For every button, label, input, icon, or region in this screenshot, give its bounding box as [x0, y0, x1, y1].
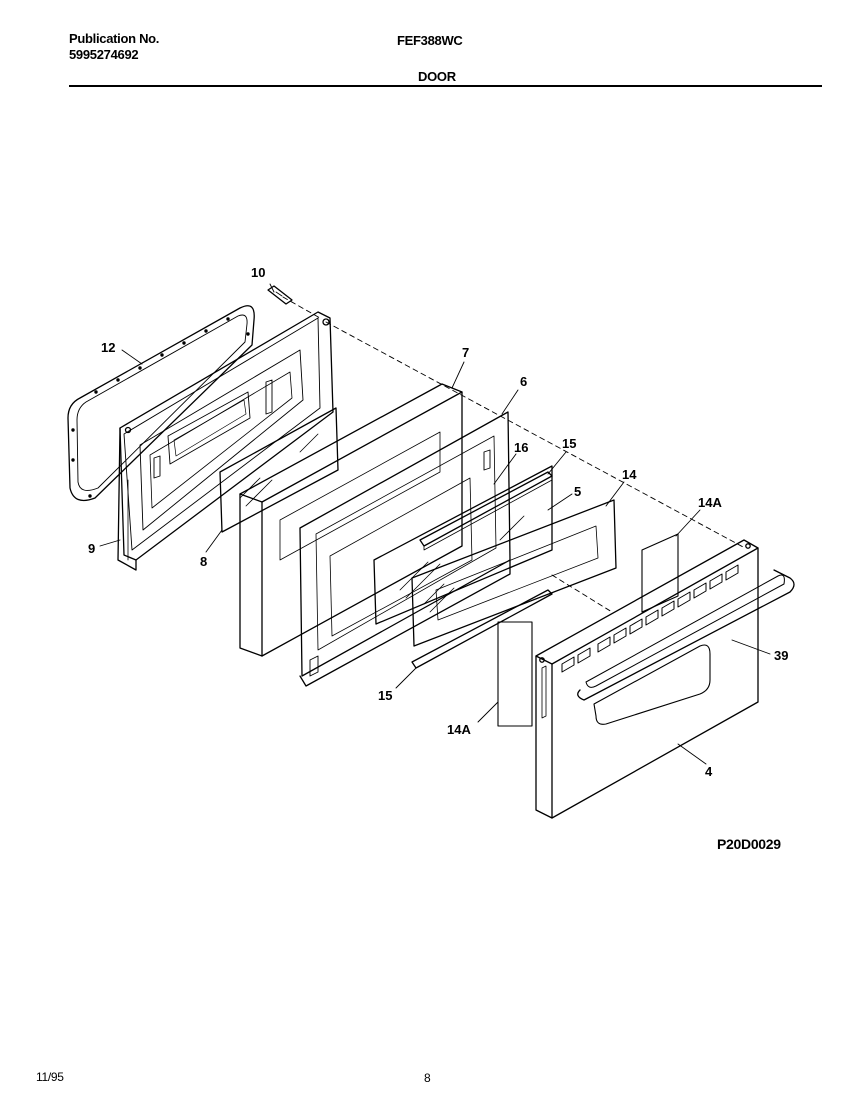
trim-strip-15-bottom: [411, 589, 553, 669]
callout-7: 7: [462, 345, 469, 360]
callout-10: 10: [251, 265, 265, 280]
outer-door-panel-4: [535, 539, 759, 819]
screw-10: [267, 285, 293, 305]
leader-lines: [99, 283, 771, 765]
trim-strip-16: [419, 471, 553, 551]
label-14a-bottom: [497, 621, 533, 727]
outer-glass-14: [411, 499, 617, 647]
door-gasket: [67, 305, 255, 502]
callout-14: 14: [622, 467, 637, 482]
callout-15-top: 15: [562, 436, 576, 451]
callout-12: 12: [101, 340, 115, 355]
callout-39: 39: [774, 648, 788, 663]
assembly-guide-lines: [282, 296, 746, 613]
label-14a-top: [641, 533, 679, 613]
callout-8: 8: [200, 554, 207, 569]
section-title: DOOR: [418, 69, 456, 84]
inner-panel-6: [299, 411, 511, 687]
callout-5: 5: [574, 484, 581, 499]
header-rule: [69, 85, 822, 87]
callout-14a-bottom: 14A: [447, 722, 471, 737]
insulation-7: [239, 383, 463, 657]
callout-15-bottom: 15: [378, 688, 392, 703]
callout-9: 9: [88, 541, 95, 556]
figure-code: P20D0029: [717, 836, 781, 852]
footer-date: 11/95: [36, 1070, 64, 1084]
door-handle-39: [577, 569, 795, 701]
callout-14a-top: 14A: [698, 495, 722, 510]
callout-4: 4: [705, 764, 713, 779]
inner-door-liner: [117, 311, 334, 571]
publication-number: 5995274692: [69, 47, 139, 62]
page-number: 8: [424, 1071, 431, 1085]
publication-label: Publication No.: [69, 31, 160, 46]
callout-16: 16: [514, 440, 528, 455]
callout-6: 6: [520, 374, 527, 389]
model-number: FEF388WC: [397, 33, 463, 48]
